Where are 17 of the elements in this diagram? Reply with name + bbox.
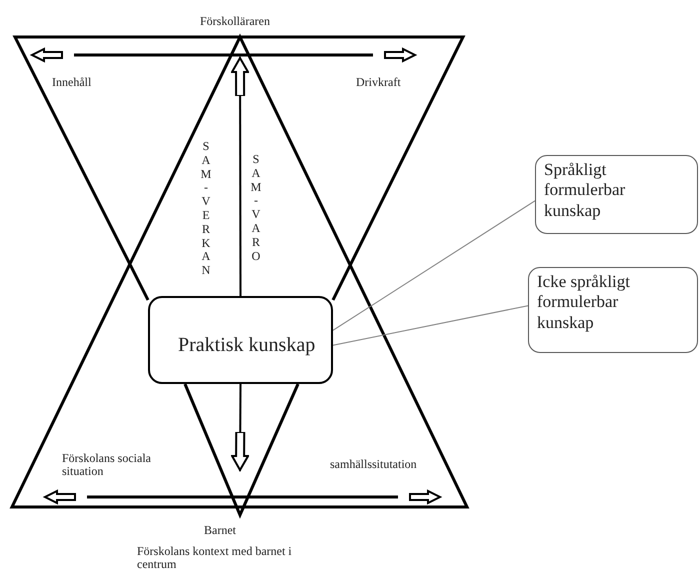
vertical-label: SAM-VERKAN bbox=[200, 140, 212, 278]
label: samhällssitutation bbox=[330, 456, 417, 473]
leader-line bbox=[332, 305, 528, 346]
label: Förskolläraren bbox=[200, 13, 270, 30]
callout-box bbox=[535, 155, 698, 234]
box-text: Praktisk kunskap bbox=[178, 333, 316, 358]
label: Drivkraft bbox=[356, 74, 401, 91]
rounded-box bbox=[148, 296, 333, 384]
box-text: Icke språkligt formulerbar kunskap bbox=[537, 272, 631, 334]
caption: Förskolans kontext med barnet i centrum bbox=[137, 545, 293, 572]
box-text: Språkligt formulerbar kunskap bbox=[544, 160, 626, 222]
label: Innehåll bbox=[52, 74, 92, 91]
label: Förskolans sociala situation bbox=[62, 452, 152, 478]
leader-line bbox=[332, 200, 536, 331]
label: Barnet bbox=[204, 522, 236, 539]
vertical-label: SAM-VARO bbox=[250, 153, 262, 264]
callout-box bbox=[528, 267, 698, 353]
